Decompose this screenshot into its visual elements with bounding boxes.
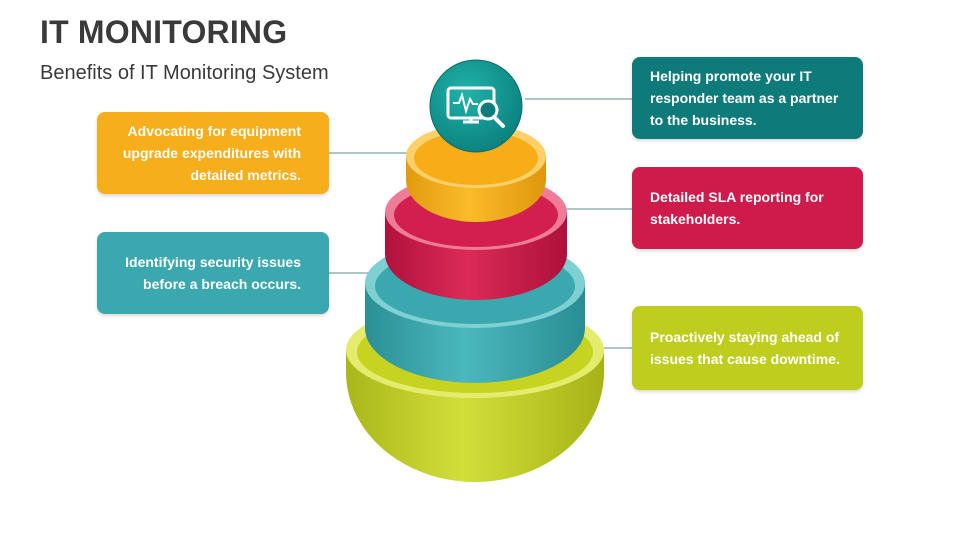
callout-text: Identifying security issues before a bre… — [125, 254, 301, 292]
callout-text: Proactively staying ahead of issues that… — [650, 329, 840, 367]
layer-orange — [406, 124, 546, 222]
callout-equipment-upgrade: Advocating for equipment upgrade expendi… — [97, 112, 329, 194]
callout-sla-reporting: Detailed SLA reporting for stakeholders. — [632, 167, 863, 249]
page-title: IT MONITORING — [40, 14, 288, 50]
callout-text: Detailed SLA reporting for stakeholders. — [650, 189, 824, 227]
callout-responder-team: Helping promote your IT responder team a… — [632, 57, 863, 139]
callout-security-issues: Identifying security issues before a bre… — [97, 232, 329, 314]
callout-text: Helping promote your IT responder team a… — [650, 68, 839, 128]
monitor-search-icon — [429, 59, 523, 153]
callout-downtime: Proactively staying ahead of issues that… — [632, 306, 863, 390]
callout-text: Advocating for equipment upgrade expendi… — [122, 123, 301, 183]
page-subtitle: Benefits of IT Monitoring System — [40, 62, 329, 84]
